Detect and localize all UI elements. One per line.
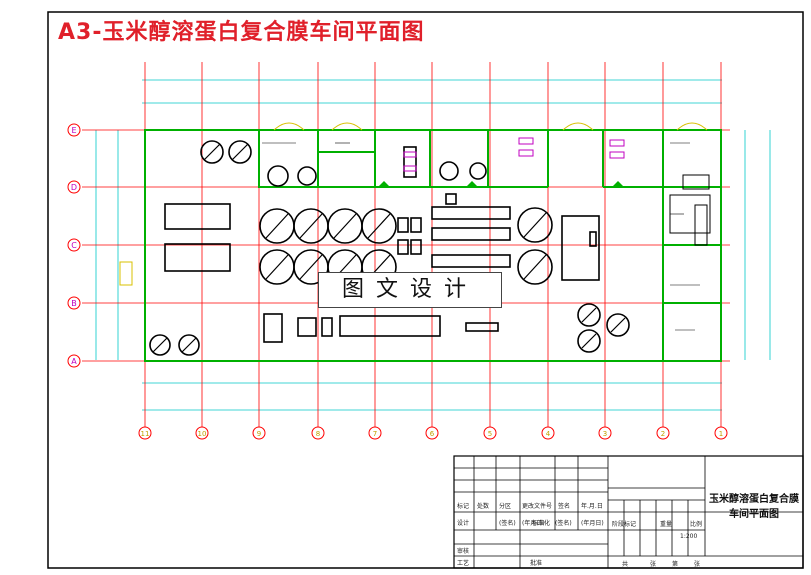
col-axis-label: 9 xyxy=(257,430,261,438)
doors xyxy=(119,122,708,286)
title-block-design-label: (年月日) xyxy=(581,520,604,527)
axis-bubbles: E D C B A 11 10 9 8 7 6 5 4 3 2 1 xyxy=(67,123,728,440)
row-axis-label: D xyxy=(71,183,77,192)
col-axis-bubble xyxy=(483,426,497,440)
row-axis-label: A xyxy=(71,357,77,366)
stair-markers xyxy=(378,181,624,187)
title-block-approval-label: 批准 xyxy=(530,560,543,567)
row-axis-bubble xyxy=(67,180,81,194)
watermark: 图文设计 xyxy=(318,272,502,308)
col-axis-bubble xyxy=(714,426,728,440)
row-axis-label: B xyxy=(71,299,77,308)
equipment xyxy=(149,140,630,356)
row-axis-bubble xyxy=(67,296,81,310)
room-fixtures xyxy=(403,137,711,246)
row-axis-label: C xyxy=(71,241,77,250)
col-axis-label: 7 xyxy=(373,430,377,438)
title-block-sheet-label: 张 xyxy=(694,561,701,568)
title-block-approval-label: 审核 xyxy=(457,548,470,555)
title-block-header-label: 处数 xyxy=(477,503,490,510)
col-axis-bubble xyxy=(368,426,382,440)
title-block-design-label: 设计 xyxy=(457,520,470,527)
row-axis-bubble xyxy=(67,123,81,137)
title-block-header-label: 签名 xyxy=(558,503,571,510)
title-block-header-label: 分区 xyxy=(499,503,512,510)
col-axis-label: 1 xyxy=(719,430,723,438)
row-axis-bubble xyxy=(67,238,81,252)
col-axis-label: 4 xyxy=(546,430,551,438)
title-block xyxy=(453,455,804,569)
col-axis-bubble xyxy=(138,426,152,440)
title-block-sheet-label: 张 xyxy=(650,561,657,568)
col-axis-label: 10 xyxy=(198,430,207,438)
title-block-design-label: (签名) xyxy=(555,520,572,527)
col-axis-label: 3 xyxy=(603,430,607,438)
title-block-design-label: (签名) xyxy=(499,520,516,527)
row-axis-bubble xyxy=(67,354,81,368)
tank-markings xyxy=(152,143,626,353)
title-block-design-label: 标准化 xyxy=(532,520,551,527)
title-block-header-label: 年.月.日 xyxy=(581,503,603,510)
title-block-sheet-label: 共 xyxy=(622,561,629,568)
title-block-stage-label: 比例 xyxy=(690,521,703,528)
col-axis-bubble xyxy=(598,426,612,440)
equipment-tags xyxy=(262,142,700,331)
title-block-design-label: (年月日) xyxy=(522,520,545,527)
row-axis-label: E xyxy=(71,126,76,135)
title-block-sheet-label: 第 xyxy=(672,561,679,568)
col-axis-bubble xyxy=(252,426,266,440)
col-axis-label: 8 xyxy=(316,430,320,438)
col-axis-bubble xyxy=(656,426,670,440)
col-axis-label: 2 xyxy=(661,430,665,438)
col-axis-bubble xyxy=(425,426,439,440)
building-walls xyxy=(144,129,722,362)
col-axis-bubble xyxy=(541,426,555,440)
title-block-header-label: 更改文件号 xyxy=(522,503,553,510)
title-block-drawing-name: 玉米醇溶蛋白复合膜车间平面图 xyxy=(709,494,799,520)
col-axis-label: 5 xyxy=(488,430,492,438)
title-block-approval-label: 工艺 xyxy=(457,560,470,567)
col-axis-bubble xyxy=(195,426,209,440)
title-block-header-label: 标记 xyxy=(457,503,470,510)
drawing-title: A3-玉米醇溶蛋白复合膜车间平面图 xyxy=(58,20,425,45)
title-block-scale: 1:200 xyxy=(680,533,698,540)
title-block-stage-label: 重量 xyxy=(660,521,673,528)
col-axis-label: 6 xyxy=(430,430,435,438)
col-axis-bubble xyxy=(311,426,325,440)
col-axis-label: 11 xyxy=(141,430,150,438)
title-block-stage-label: 阶段标记 xyxy=(612,521,637,528)
drawing-border xyxy=(47,11,804,569)
